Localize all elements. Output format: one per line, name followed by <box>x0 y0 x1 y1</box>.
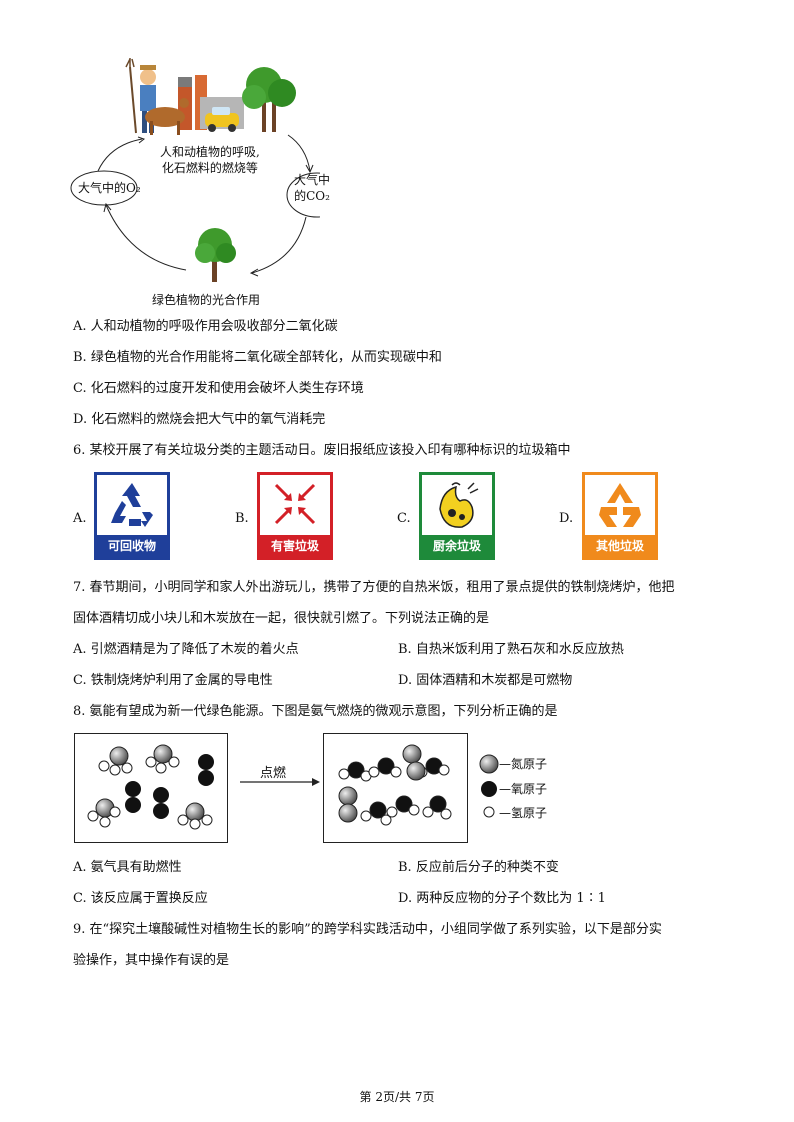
q7-stem-line1: 7. 春节期间，小明同学和家人外出游玩儿，携带了方便的自热米饭，租用了景点提供的… <box>73 580 675 595</box>
product-molecules <box>338 744 452 826</box>
bin-other: 其他垃圾 <box>582 472 658 560</box>
h2o-molecule <box>338 761 372 782</box>
reactants-box <box>74 733 228 843</box>
tree-top-illustration <box>242 67 296 132</box>
bin-recyclable: 可回收物 <box>94 472 170 560</box>
q5-option-b: B. 绿色植物的光合作用能将二氧化碳全部转化，从而实现碳中和 <box>73 350 442 365</box>
q6-letter-c: C. <box>397 511 411 526</box>
q7-stem-line2: 固体酒精切成小块儿和木炭放在一起，很快就引燃了。下列说法正确的是 <box>73 611 490 626</box>
nitrogen-atom-symbol <box>479 754 499 774</box>
q8-option-d: D. 两种反应物的分子个数比为 1∶1 <box>398 891 606 906</box>
products-box <box>323 733 468 843</box>
bin-hazardous-label: 有害垃圾 <box>260 535 330 557</box>
hydrogen-atom-symbol <box>483 806 495 818</box>
q7-option-c: C. 铁制烧烤炉利用了金属的导电性 <box>73 673 273 688</box>
recycle-icon <box>111 483 153 527</box>
nh3-molecule <box>145 744 180 774</box>
page-number: 第 2页/共 7页 <box>359 1090 435 1104</box>
legend-hydrogen: —氢原子 <box>499 806 548 820</box>
reactant-molecules <box>87 744 214 830</box>
tree-bottom-illustration <box>195 228 236 282</box>
oxygen-atom-symbol <box>481 781 497 797</box>
nh3-molecule <box>177 802 213 830</box>
cycle-co2-label: 大气中 的CO₂ <box>294 173 331 203</box>
other-waste-icon <box>599 483 641 527</box>
hazard-arrows-icon <box>274 483 316 525</box>
food-waste-icon <box>439 482 479 528</box>
q7-option-d: D. 固体酒精和木炭都是可燃物 <box>398 673 573 688</box>
o2-ellipse <box>70 170 138 206</box>
bin-hazardous: 有害垃圾 <box>257 472 333 560</box>
bin-kitchen-label: 厨余垃圾 <box>422 535 492 557</box>
q6-letter-d: D. <box>559 511 574 526</box>
o2-molecule <box>153 787 169 819</box>
q5-option-d: D. 化石燃料的燃烧会把大气中的氧气消耗完 <box>73 412 326 427</box>
q6-letter-a: A. <box>73 511 87 526</box>
n2-molecule <box>338 786 358 823</box>
q5-option-c: C. 化石燃料的过度开发和使用会破坏人类生存环境 <box>73 381 364 396</box>
cycle-top-label: 人和动植物的呼吸, 化石燃料的燃烧等 <box>160 145 260 175</box>
o2-molecule <box>125 781 141 813</box>
q6-letter-b: B. <box>235 511 249 526</box>
cycle-arrows <box>97 134 314 277</box>
q9-stem-line2: 验操作，其中操作有误的是 <box>73 953 230 968</box>
reaction-arrow <box>240 778 320 786</box>
h2o-molecule <box>422 795 452 820</box>
q8-option-a: A. 氨气具有助燃性 <box>73 860 182 875</box>
cycle-o2-label: 大气中的O₂ <box>78 181 141 195</box>
legend-oxygen: —氧原子 <box>499 782 548 796</box>
q9-stem-line1: 9. 在“探究土壤酸碱性对植物生长的影响”的跨学科实践活动中，小组同学做了系列实… <box>73 922 662 937</box>
co2-ellipse <box>286 172 320 218</box>
o2-molecule <box>198 754 214 786</box>
q8-option-c: C. 该反应属于置换反应 <box>73 891 208 906</box>
q8-stem: 8. 氨能有望成为新一代绿色能源。下图是氨气燃烧的微观示意图，下列分析正确的是 <box>73 704 558 719</box>
nh3-molecule <box>98 746 133 776</box>
h2o-molecule <box>360 801 392 826</box>
ignite-label: 点燃 <box>260 766 287 781</box>
cycle-bottom-label: 绿色植物的光合作用 <box>152 293 261 307</box>
h2o-molecule <box>368 757 402 778</box>
n2-molecule <box>402 744 426 781</box>
q7-option-a: A. 引燃酒精是为了降低了木炭的着火点 <box>73 642 299 657</box>
legend-nitrogen: —氮原子 <box>499 757 548 771</box>
bin-recyclable-label: 可回收物 <box>97 535 167 557</box>
q7-option-b: B. 自热米饭利用了熟石灰和水反应放热 <box>398 642 624 657</box>
q5-option-a: A. 人和动植物的呼吸作用会吸收部分二氧化碳 <box>73 319 338 334</box>
human-activity-illustration <box>125 58 244 135</box>
nh3-molecule <box>87 798 121 828</box>
q8-option-b: B. 反应前后分子的种类不变 <box>398 860 559 875</box>
bin-other-label: 其他垃圾 <box>585 535 655 557</box>
bin-kitchen: 厨余垃圾 <box>419 472 495 560</box>
carbon-cycle-diagram <box>70 58 320 282</box>
q6-stem: 6. 某校开展了有关垃圾分类的主题活动日。废旧报纸应该投入印有哪种标识的垃圾箱中 <box>73 443 571 458</box>
atom-legend-symbols <box>479 754 499 818</box>
h2o-molecule <box>386 795 420 818</box>
